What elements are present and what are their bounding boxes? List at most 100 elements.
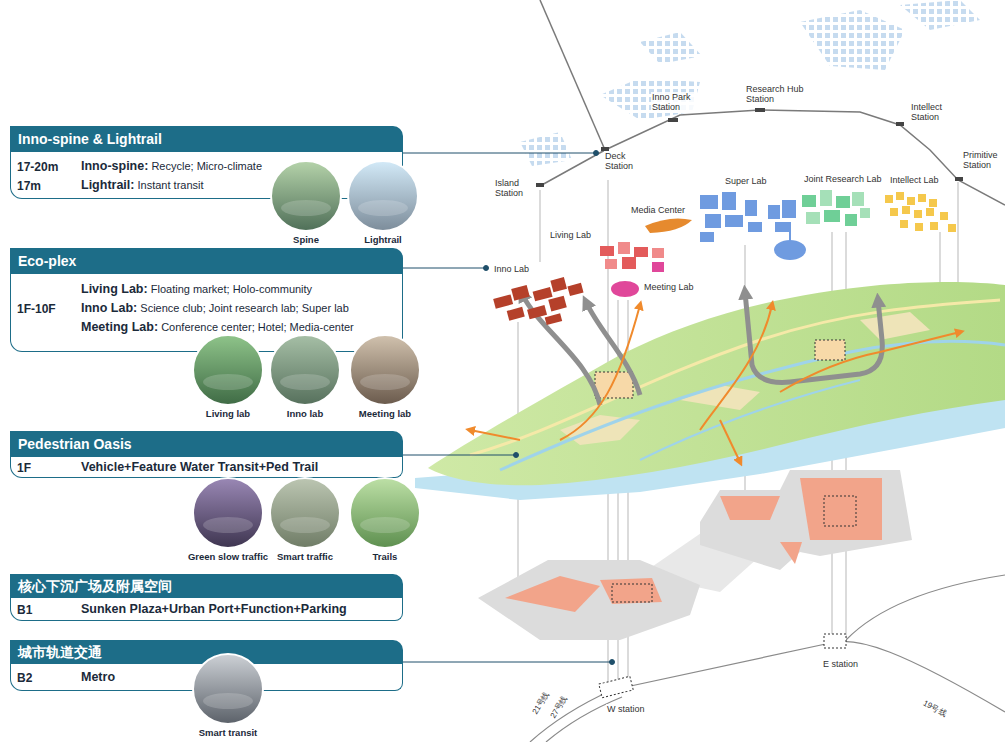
map-label: Intellect Station xyxy=(910,102,954,123)
map-label: Super Lab xyxy=(724,176,768,186)
description-key: Inno Lab: xyxy=(81,301,137,315)
photo-circle: Smart traffic xyxy=(255,476,355,562)
panel-body: 17-20m Inno-spine: Recycle; Micro-climate… xyxy=(10,152,403,199)
panel-header-bar: 核心下沉广场及附属空间 xyxy=(10,574,403,598)
panel-body: B1 Sunken Plaza+Urban Port+Function+Parki… xyxy=(10,598,403,621)
panel-header-bar: Pedestrian Oasis xyxy=(10,431,403,457)
photo-circle-shape xyxy=(178,476,278,550)
layer-description: Sunken Plaza+Urban Port+Function+Parking xyxy=(81,600,396,618)
photo-circle-shape xyxy=(335,333,435,407)
super-lab-cluster xyxy=(700,192,806,260)
map-label: Joint Research Lab xyxy=(803,174,883,184)
photo-caption: Smart transit xyxy=(178,727,278,738)
description-value: Science club; Joint research lab; Super … xyxy=(137,302,349,314)
panel-body: 1F Vehicle+Feature Water Transit+Ped Trai… xyxy=(10,457,403,478)
map-label: Inno Lab xyxy=(493,264,530,274)
map-label: Living Lab xyxy=(549,230,592,240)
panel-heading: Inno-spine & Lightrail xyxy=(18,131,162,147)
metro-station xyxy=(824,634,846,648)
layer-description: Vehicle+Feature Water Transit+Ped Trail xyxy=(81,458,396,476)
photo-circle: Lightrail xyxy=(333,159,433,245)
description-key: Lightrail: xyxy=(81,178,134,192)
leader-line xyxy=(403,151,615,665)
layer-description: Meeting Lab: Conference center; Hotel; M… xyxy=(81,317,396,336)
panel-header-bar: Eco-plex xyxy=(10,248,403,274)
metro-line xyxy=(530,575,1005,742)
layer-panel: Pedestrian Oasis 1F Vehicle+Feature Water … xyxy=(10,431,403,478)
photo-circle: Green slow traffic xyxy=(178,476,278,562)
level-tag: B2 xyxy=(17,671,32,685)
building-field xyxy=(520,0,980,166)
photo-circle: Smart transit xyxy=(178,652,278,738)
panel-heading: Pedestrian Oasis xyxy=(18,436,132,452)
panel-header-bar: Inno-spine & Lightrail xyxy=(10,126,403,152)
level-tag: 1F-10F xyxy=(17,302,56,316)
map-label: E station xyxy=(822,659,859,669)
map-label: Media Center xyxy=(630,205,686,215)
description-key: Meeting Lab: xyxy=(81,320,158,334)
photo-circle: Trails xyxy=(335,476,435,562)
panel-body: 1F-10F Living Lab: Floating market; Holo-… xyxy=(10,274,403,352)
panel-heading: 核心下沉广场及附属空间 xyxy=(18,578,172,594)
photo-circle-shape xyxy=(256,159,356,233)
meeting-lab-shape xyxy=(611,281,639,297)
photo-circle-shape xyxy=(255,476,355,550)
inno-lab-cluster xyxy=(492,271,589,337)
description-key: Inno-spine: xyxy=(81,159,148,173)
joint-lab-cluster xyxy=(802,190,870,226)
map-label: Meeting Lab xyxy=(643,282,695,292)
photo-caption: Lightrail xyxy=(333,234,433,245)
map-label: Inno Park Station xyxy=(651,92,697,113)
flow-arrow xyxy=(470,292,960,462)
media-center-shape xyxy=(645,218,692,233)
photo-circle-shape xyxy=(333,159,433,233)
map-label: Intellect Lab xyxy=(889,175,940,185)
photo-caption: Green slow traffic xyxy=(178,551,278,562)
intellect-lab-cluster xyxy=(885,192,956,232)
photo-caption: Living lab xyxy=(178,408,278,419)
layer-description: Inno-spine: Recycle; Micro-climate xyxy=(81,156,396,175)
description-value: Floating market; Holo-community xyxy=(148,283,312,295)
panel-heading: 城市轨道交通 xyxy=(18,644,102,660)
description-value: Conference center; Hotel; Media-center xyxy=(158,321,354,333)
map-label: W station xyxy=(606,704,646,714)
layer-panel: Eco-plex 1F-10F Living Lab: Floating marke… xyxy=(10,248,403,352)
photo-circle-shape xyxy=(335,476,435,550)
photo-circle: Living lab xyxy=(178,333,278,419)
photo-circle-shape xyxy=(178,333,278,407)
metro-station xyxy=(599,676,633,697)
photo-circle: Meeting lab xyxy=(335,333,435,419)
description-value: Instant transit xyxy=(134,179,203,191)
photo-circle-shape xyxy=(178,652,278,726)
living-lab-cluster xyxy=(600,242,664,272)
level-tag: B1 xyxy=(17,603,32,617)
layer-panel: Inno-spine & Lightrail 17-20m Inno-spine: … xyxy=(10,126,403,199)
layer-panel: 核心下沉广场及附属空间 B1 Sunken Plaza+Urban Port+Fun… xyxy=(10,574,403,621)
photo-caption: Inno lab xyxy=(255,408,355,419)
level-tag: 17m xyxy=(17,179,41,193)
metro-line-label: 19号线 xyxy=(921,698,949,719)
map-label: Research Hub Station xyxy=(745,84,809,105)
photo-caption: Meeting lab xyxy=(335,408,435,419)
layer-description: Living Lab: Floating market; Holo-commun… xyxy=(81,279,396,298)
photo-circle-shape xyxy=(255,333,355,407)
map-label: Deck Station xyxy=(604,151,640,172)
description-key: Living Lab: xyxy=(81,282,148,296)
photo-circle: Spine xyxy=(256,159,356,245)
description-value: Recycle; Micro-climate xyxy=(148,160,262,172)
station-mark xyxy=(536,108,963,187)
map-label: Island Station xyxy=(494,178,532,199)
photo-caption: Spine xyxy=(256,234,356,245)
level-tag: 1F xyxy=(17,461,31,475)
photo-caption: Trails xyxy=(335,551,435,562)
metro-line-label: 27号线 xyxy=(548,693,570,721)
island xyxy=(415,282,1005,500)
photo-caption: Smart traffic xyxy=(255,551,355,562)
layer-description: Inno Lab: Science club; Joint research l… xyxy=(81,298,396,317)
level-tag: 17-20m xyxy=(17,160,58,174)
map-label: Primitive Station xyxy=(962,150,1004,171)
panel-heading: Eco-plex xyxy=(18,253,76,269)
photo-circle: Inno lab xyxy=(255,333,355,419)
lightrail-line xyxy=(540,0,1005,205)
